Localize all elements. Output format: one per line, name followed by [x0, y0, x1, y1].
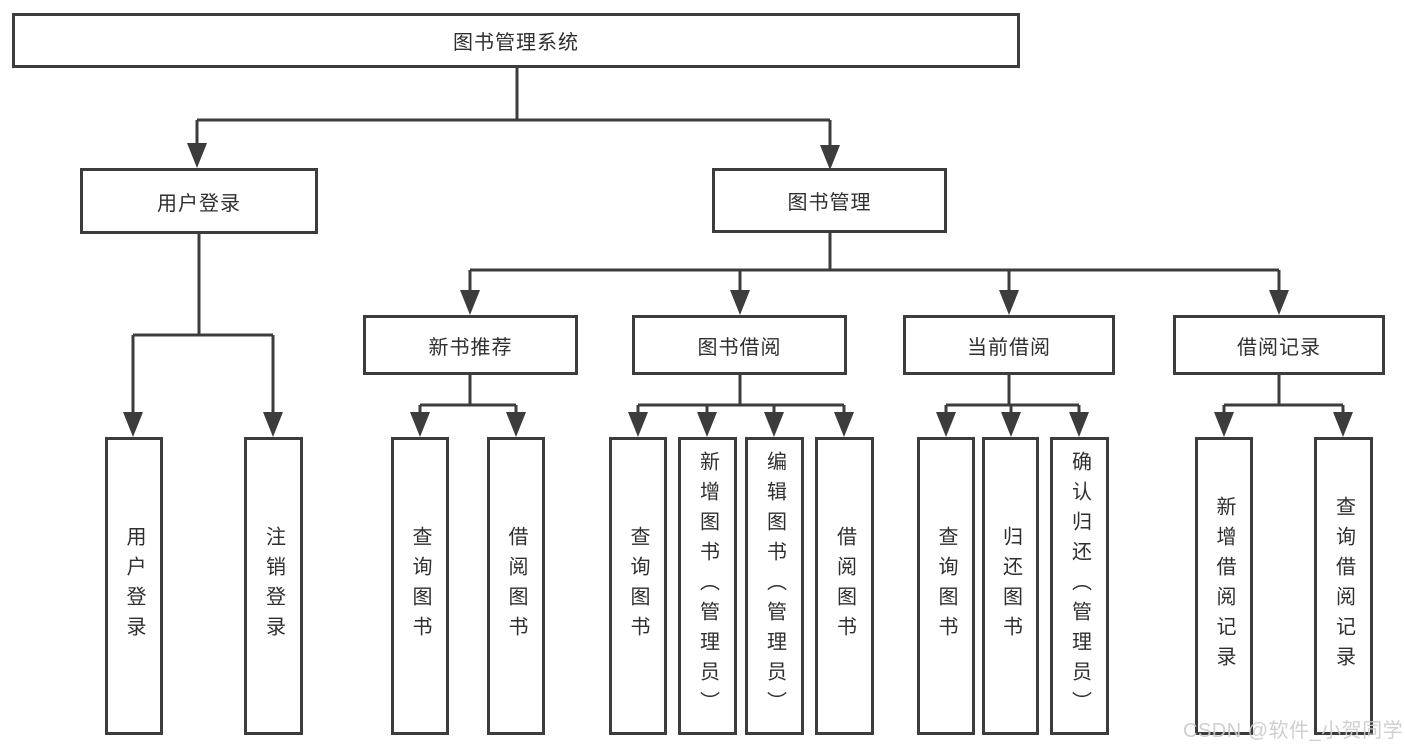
- leaf-label: 借阅图书: [505, 526, 527, 646]
- leaf-label: 新增借阅记录: [1213, 496, 1235, 676]
- arrowhead-icon: [1214, 412, 1234, 437]
- leaf-logout: 注销登录: [244, 437, 303, 735]
- arrowhead-icon: [697, 412, 717, 437]
- leaf-borrow-books-recommend: 借阅图书: [487, 437, 545, 735]
- node-new-book-recommend: 新书推荐: [363, 315, 578, 375]
- leaf-label: 查询图书: [409, 526, 431, 646]
- arrowhead-icon: [1001, 412, 1021, 437]
- leaf-label: 确认归还（管理员）: [1068, 451, 1091, 721]
- arrowhead-icon: [1269, 290, 1289, 315]
- node-label: 图书管理系统: [453, 32, 579, 54]
- leaf-edit-books-admin: 编辑图书（管理员）: [745, 437, 804, 735]
- leaf-return-books: 归还图书: [982, 437, 1039, 735]
- arrowhead-icon: [628, 412, 648, 437]
- node-borrow-records: 借阅记录: [1173, 315, 1385, 375]
- arrowhead-icons: [123, 143, 1353, 437]
- leaf-query-books-recommend: 查询图书: [391, 437, 449, 735]
- node-label: 当前借阅: [967, 336, 1051, 359]
- arrowhead-icon: [506, 412, 526, 437]
- leaf-label: 用户登录: [123, 526, 145, 646]
- leaf-add-books-admin: 新增图书（管理员）: [678, 437, 737, 735]
- connector-edges: [131, 68, 1345, 423]
- leaf-borrow-books: 借阅图书: [815, 437, 874, 735]
- node-label: 图书管理: [787, 192, 872, 214]
- arrowhead-icon: [1069, 412, 1089, 437]
- node-label: 新书推荐: [428, 336, 513, 359]
- leaf-label: 查询借阅记录: [1332, 496, 1355, 676]
- leaf-label: 归还图书: [999, 526, 1022, 646]
- arrowhead-icon: [460, 290, 480, 315]
- leaf-query-books-borrow: 查询图书: [609, 437, 667, 735]
- leaf-label: 编辑图书（管理员）: [763, 451, 786, 721]
- arrowhead-icon: [263, 412, 283, 437]
- node-book-management: 图书管理: [712, 168, 947, 233]
- leaf-label: 注销登录: [262, 526, 285, 646]
- leaf-label: 查询图书: [627, 526, 649, 646]
- leaf-label: 借阅图书: [833, 526, 856, 646]
- node-book-borrow: 图书借阅: [632, 315, 847, 375]
- leaf-label: 查询图书: [935, 526, 957, 646]
- arrowhead-icon: [123, 412, 143, 437]
- node-label: 图书借阅: [697, 336, 782, 359]
- arrowhead-icon: [834, 412, 854, 437]
- node-label: 借阅记录: [1237, 336, 1321, 359]
- leaf-query-borrow-record: 查询借阅记录: [1314, 437, 1373, 735]
- leaf-confirm-return-admin: 确认归还（管理员）: [1050, 437, 1109, 735]
- arrowhead-icon: [764, 412, 784, 437]
- node-current-borrow: 当前借阅: [903, 315, 1115, 375]
- arrowhead-icon: [999, 290, 1019, 315]
- leaf-query-books-current: 查询图书: [917, 437, 975, 735]
- arrowhead-icon: [820, 145, 840, 170]
- leaf-user-login: 用户登录: [105, 437, 163, 735]
- leaf-add-borrow-record: 新增借阅记录: [1195, 437, 1253, 735]
- csdn-watermark: CSDN @软件_小贺同学: [1183, 720, 1404, 742]
- arrowhead-icon: [730, 290, 750, 315]
- node-label: 用户登录: [157, 192, 241, 215]
- node-library-management-system: 图书管理系统: [12, 13, 1020, 68]
- leaf-label: 新增图书（管理员）: [696, 451, 719, 721]
- arrowhead-icon: [187, 143, 207, 168]
- node-user-login: 用户登录: [80, 168, 318, 234]
- arrowhead-icon: [410, 412, 430, 437]
- arrowhead-icon: [936, 412, 956, 437]
- arrowhead-icon: [1333, 412, 1353, 437]
